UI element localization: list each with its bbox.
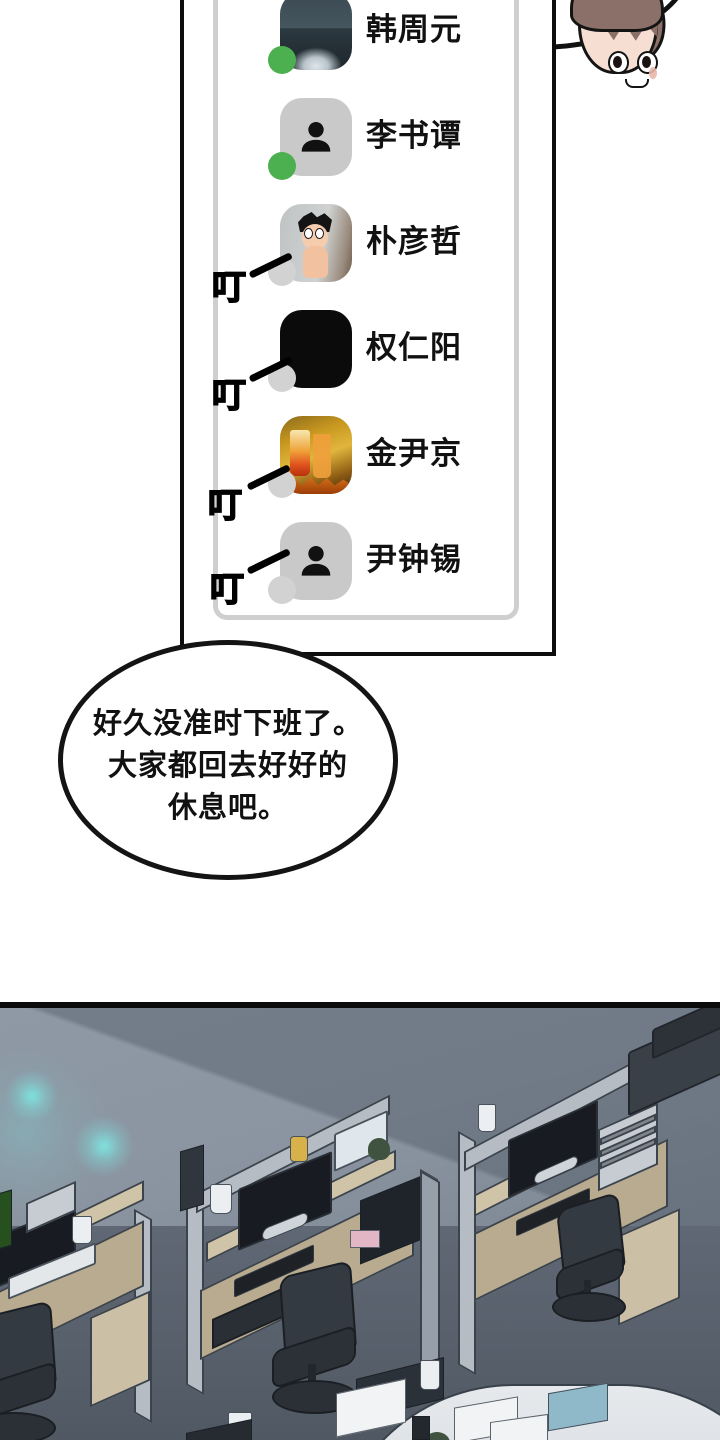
contact-name: 朴彦哲 (366, 224, 462, 259)
potted-plant (368, 1138, 390, 1160)
panel-messenger-scene: 韩周元 李书谭 (0, 0, 720, 1002)
pupil-left (613, 56, 622, 68)
cubicle-partition (420, 1170, 440, 1386)
chair-base (552, 1292, 626, 1322)
avatar-wrap (268, 0, 352, 74)
binder (0, 1189, 12, 1255)
character-ponytail-girl (560, 0, 680, 88)
status-dot-offline (268, 576, 296, 604)
light-glow (74, 1116, 134, 1176)
astro-boy-figure (294, 212, 338, 282)
contact-list-item[interactable]: 朴彦哲 (218, 196, 524, 302)
light-glow (6, 1070, 58, 1122)
cup (72, 1216, 92, 1244)
sticky-notes (350, 1230, 380, 1248)
sfx-ding: 叮 (209, 570, 245, 610)
pen-holder (412, 1416, 430, 1440)
cup (478, 1104, 496, 1132)
contact-name: 金尹京 (366, 436, 462, 471)
speech-line: 休息吧。 (167, 792, 288, 824)
avatar-wrap (268, 522, 352, 604)
status-dot-online (268, 152, 296, 180)
person-icon (301, 545, 331, 576)
speech-line: 大家都回去好好的 (107, 750, 348, 782)
chair-post (308, 1364, 316, 1390)
file-holder (180, 1144, 204, 1212)
speech-line: 好久没准时下班了。 (92, 708, 363, 740)
mouth (625, 79, 649, 88)
contact-name: 尹钟锡 (366, 542, 462, 577)
hair (570, 0, 664, 32)
contact-list-item[interactable]: 尹钟锡 (218, 514, 524, 620)
contact-list-item[interactable]: 权仁阳 (218, 302, 524, 408)
contact-name: 韩周元 (366, 12, 462, 47)
coffee-mug (210, 1184, 232, 1214)
eye-left (608, 51, 629, 74)
person-icon (301, 121, 331, 152)
potted-plant (424, 1432, 450, 1440)
panel-office-scene (0, 1002, 720, 1440)
sfx-ding: 叮 (207, 486, 243, 526)
contact-list-item[interactable]: 李书谭 (218, 90, 524, 196)
sfx-ding: 叮 (211, 376, 247, 416)
contact-list-item[interactable]: 金尹京 (218, 408, 524, 514)
blush (649, 67, 657, 79)
astro-eye-right (315, 228, 324, 239)
avatar-wrap (268, 204, 352, 286)
avatar-wrap (268, 98, 352, 180)
chair-post (584, 1280, 591, 1302)
astro-body (303, 246, 328, 278)
speech-bubble-text: 好久没准时下班了。 大家都回去好好的 休息吧。 (63, 703, 393, 829)
astro-eye-left (304, 228, 313, 239)
avatar-wrap (268, 416, 352, 498)
status-dot-online (268, 46, 296, 74)
avatar-wrap (268, 310, 352, 392)
pupil-right (642, 56, 651, 68)
coffee-mug (420, 1360, 440, 1390)
contact-name: 权仁阳 (366, 330, 462, 365)
speech-bubble: 好久没准时下班了。 大家都回去好好的 休息吧。 (58, 640, 398, 880)
contact-list-item[interactable]: 韩周元 (218, 0, 524, 90)
contact-name: 李书谭 (366, 118, 462, 153)
figurine (290, 1136, 308, 1162)
contact-list-card[interactable]: 韩周元 李书谭 (213, 0, 519, 620)
sfx-ding: 叮 (211, 268, 247, 308)
